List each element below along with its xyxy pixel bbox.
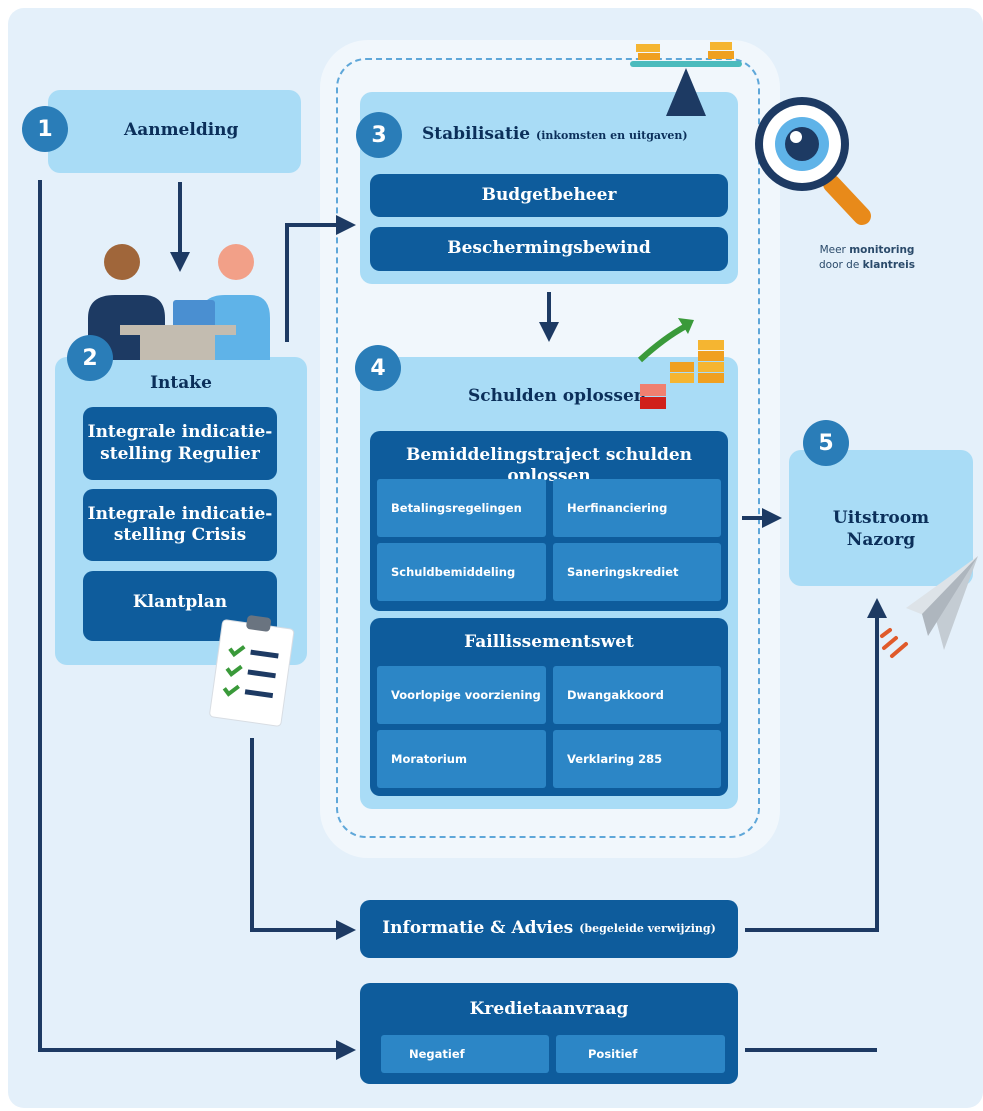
people-at-desk-icon (88, 244, 270, 360)
informatie-advies-box: Informatie & Advies (begeleide verwijzin… (360, 900, 738, 958)
cell-dwangakkoord: Dwangakkoord (553, 666, 721, 724)
informatie-advies-subtitle: (begeleide verwijzing) (579, 922, 716, 936)
scale-icon (630, 42, 742, 116)
faillissementswet-title: Faillissementswet (464, 632, 634, 652)
debt-stack-icon (640, 384, 666, 409)
magnifier-eye-icon (755, 97, 871, 225)
beschermingsbewind-box: Beschermingsbewind (370, 227, 728, 271)
cell-verklaring-285: Verklaring 285 (553, 730, 721, 788)
intake-title: Intake (150, 373, 212, 393)
paper-plane-icon (880, 556, 978, 658)
monitoring-caption: Meer monitoring door de klantreis (819, 244, 915, 272)
stabilisatie-subtitle: (inkomsten en uitgaven) (536, 129, 688, 142)
step-3-badge: 3 (356, 112, 402, 158)
arrow-2-to-3 (285, 215, 356, 342)
aanmelding-box (48, 90, 301, 173)
cell-voorlopige-voorziening: Voorlopige voorziening (377, 666, 546, 724)
arrow-2-to-info (250, 738, 356, 940)
schulden-oplossen-title: Schulden oplossen (468, 386, 647, 406)
cell-moratorium: Moratorium (377, 730, 546, 788)
stabilisatie-title: Stabilisatie (inkomsten en uitgaven) (422, 124, 688, 144)
budgetbeheer-box: Budgetbeheer (370, 174, 728, 217)
monitoring-dashed-border (336, 58, 760, 838)
cell-positief: Positief (556, 1035, 725, 1073)
cell-herfinanciering: Herfinanciering (553, 479, 721, 537)
cell-negatief: Negatief (381, 1035, 549, 1073)
step-5-badge: 5 (803, 420, 849, 466)
step-1-badge: 1 (22, 106, 68, 152)
step-2-badge: 2 (67, 335, 113, 381)
arrow-info-to-5 (745, 598, 887, 932)
intake-item-regulier: Integrale indicatie-stelling Regulier (83, 407, 277, 480)
uitstroom-box (789, 450, 973, 586)
cell-betalingsregelingen: Betalingsregelingen (377, 479, 546, 537)
arrow-1-to-krediet (38, 180, 356, 1060)
cell-schuldbemiddeling: Schuldbemiddeling (377, 543, 546, 601)
intake-item-crisis: Integrale indicatie-stelling Crisis (83, 489, 277, 561)
aanmelding-title: Aanmelding (124, 120, 239, 140)
informatie-advies-title: Informatie & Advies (382, 918, 574, 939)
growth-chart-icon (637, 318, 724, 383)
cell-saneringskrediet: Saneringskrediet (553, 543, 721, 601)
kredietaanvraag-title: Kredietaanvraag (469, 999, 629, 1019)
checklist-icon (209, 615, 295, 727)
step-4-badge: 4 (355, 345, 401, 391)
